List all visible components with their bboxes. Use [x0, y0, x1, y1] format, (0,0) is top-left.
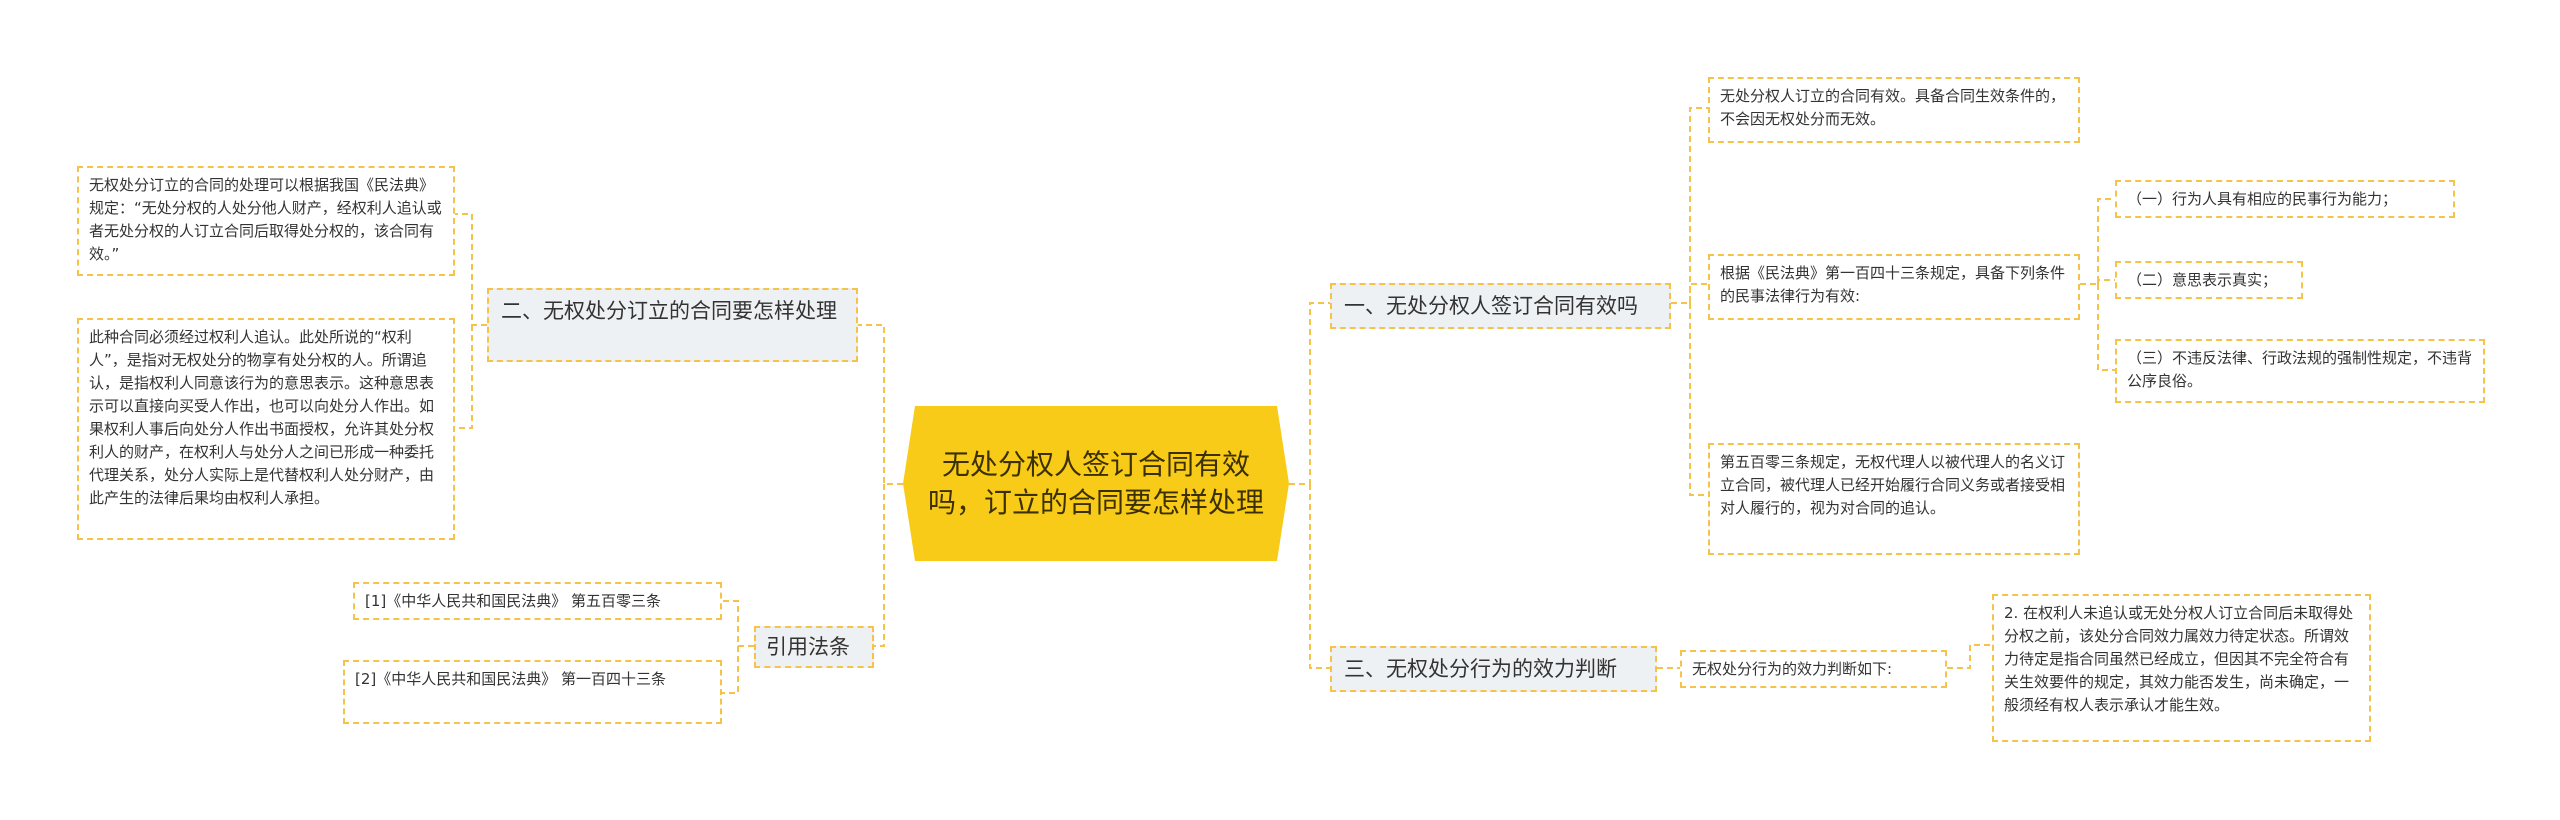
leaf-text: （一）行为人具有相应的民事行为能力； — [2127, 190, 2398, 208]
connector-b1-n1 — [1671, 107, 1708, 304]
connector-n2-item2 — [2097, 279, 2115, 284]
leaf-text: 根据《民法典》第一百四十三条规定，具备下列条件的民事法律行为有效: — [1720, 264, 2066, 305]
branch-handling[interactable]: 二、无权处分订立的合同要怎样处理 — [487, 288, 858, 362]
leaf-condition-3[interactable]: （三）不违反法律、行政法规的强制性规定，不违背公序良俗。 — [2115, 339, 2485, 403]
connector-b1-n3 — [1689, 303, 1708, 496]
leaf-handling-basis[interactable]: 无权处分订立的合同的处理可以根据我国《民法典》规定：“无处分权的人处分他人财产，… — [77, 166, 455, 276]
connector-n2-item3 — [2097, 284, 2115, 371]
leaf-text: 此种合同必须经过权利人追认。此处所说的“权利人”，是指对无权处分的物享有处分权的… — [89, 328, 435, 507]
leaf-ref-143[interactable]: [2]《中华人民共和国民法典》 第一百四十三条 — [343, 660, 722, 724]
connector-b3-detail — [1947, 644, 1992, 669]
leaf-text: 无处分权人订立的合同有效。具备合同生效条件的，不会因无权处分而无效。 — [1720, 87, 2066, 128]
central-topic[interactable]: 无处分权人签订合同有效吗，订立的合同要怎样处理 — [903, 406, 1289, 561]
connector-b2-n1 — [455, 213, 487, 326]
connector-n2-item1 — [2080, 198, 2115, 285]
leaf-text: [2]《中华人民共和国民法典》 第一百四十三条 — [355, 670, 667, 688]
leaf-text: [1]《中华人民共和国民法典》 第五百零三条 — [365, 592, 662, 610]
branch-validity-judgment[interactable]: 三、无权处分行为的效力判断 — [1330, 646, 1657, 692]
connector-b4-r2 — [722, 646, 739, 694]
branch-label: 二、无权处分订立的合同要怎样处理 — [501, 299, 837, 323]
branch-contract-validity[interactable]: 一、无处分权人签订合同有效吗 — [1330, 283, 1671, 329]
connector-center-b3 — [1309, 484, 1330, 669]
leaf-ref-503[interactable]: [1]《中华人民共和国民法典》 第五百零三条 — [353, 582, 722, 620]
connector-b2-n2 — [455, 325, 473, 429]
leaf-condition-1[interactable]: （一）行为人具有相应的民事行为能力； — [2115, 180, 2455, 218]
connector-b4-r1 — [722, 600, 754, 647]
leaf-article-143[interactable]: 根据《民法典》第一百四十三条规定，具备下列条件的民事法律行为有效: — [1708, 254, 2080, 320]
leaf-condition-2[interactable]: （二）意思表示真实； — [2115, 261, 2303, 299]
leaf-ratification[interactable]: 此种合同必须经过权利人追认。此处所说的“权利人”，是指对无权处分的物享有处分权的… — [77, 318, 455, 540]
leaf-contract-valid[interactable]: 无处分权人订立的合同有效。具备合同生效条件的，不会因无权处分而无效。 — [1708, 77, 2080, 143]
leaf-text: 无权处分订立的合同的处理可以根据我国《民法典》规定：“无处分权的人处分他人财产，… — [89, 176, 442, 263]
branch-cited-laws[interactable]: 引用法条 — [754, 626, 874, 668]
leaf-text: （三）不违反法律、行政法规的强制性规定，不违背公序良俗。 — [2127, 349, 2473, 390]
leaf-judgment-intro[interactable]: 无权处分行为的效力判断如下: — [1680, 650, 1947, 688]
leaf-text: （二）意思表示真实； — [2127, 271, 2278, 289]
branch-label: 一、无处分权人签订合同有效吗 — [1344, 294, 1638, 318]
branch-label: 三、无权处分行为的效力判断 — [1344, 657, 1617, 681]
leaf-text: 第五百零三条规定，无权代理人以被代理人的名义订立合同，被代理人已经开始履行合同义… — [1720, 453, 2066, 517]
leaf-text: 2. 在权利人未追认或无处分权人订立合同后未取得处分权之前，该处分合同效力属效力… — [2004, 604, 2354, 714]
leaf-text: 无权处分行为的效力判断如下: — [1692, 660, 1893, 678]
connector-center-b2 — [858, 324, 903, 485]
leaf-article-503[interactable]: 第五百零三条规定，无权代理人以被代理人的名义订立合同，被代理人已经开始履行合同义… — [1708, 443, 2080, 555]
connector-center-b4 — [858, 484, 885, 647]
central-topic-title: 无处分权人签订合同有效吗，订立的合同要怎样处理 — [927, 447, 1264, 519]
branch-label: 引用法条 — [766, 635, 850, 659]
connector-center-b1 — [1289, 302, 1330, 485]
leaf-judgment-detail[interactable]: 2. 在权利人未追认或无处分权人订立合同后未取得处分权之前，该处分合同效力属效力… — [1992, 594, 2371, 742]
connector-b1-n2 — [1689, 283, 1708, 303]
